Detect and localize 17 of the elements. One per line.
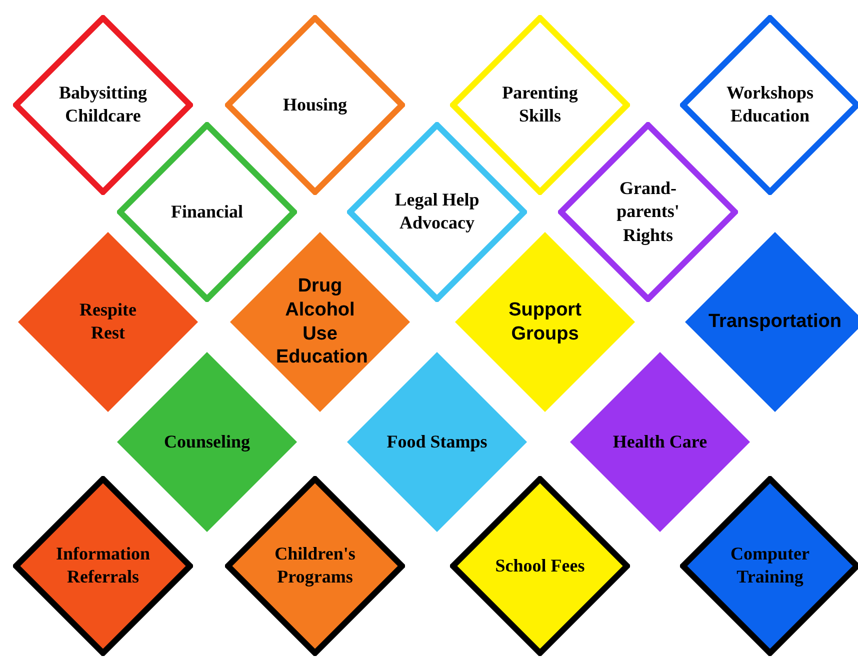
diamond-label: Counseling	[164, 430, 250, 454]
diamond-label: School Fees	[495, 554, 585, 578]
diamond-label: Computer Training	[730, 542, 810, 589]
diamond-label: Children's Programs	[274, 542, 356, 589]
diamond-label: Financial	[171, 200, 243, 224]
diamond-label: Parenting Skills	[501, 82, 579, 128]
diamond-label: Legal Help Advocacy	[394, 188, 480, 235]
diamond-label: Health Care	[612, 430, 708, 454]
diamond-label: Housing	[282, 93, 348, 116]
diamond-label: Food Stamps	[386, 430, 488, 454]
diamond-label: Babysitting Childcare	[58, 82, 148, 128]
diamond-label: Grand-parents' Rights	[616, 176, 680, 247]
diamond-label: Transportation	[708, 310, 842, 334]
diamond-label: Support Groups	[508, 298, 582, 346]
diamond-label: Information Referrals	[55, 542, 151, 589]
diamond-label: Workshops Education	[725, 82, 815, 128]
diamond-label: Respite Rest	[78, 298, 138, 345]
